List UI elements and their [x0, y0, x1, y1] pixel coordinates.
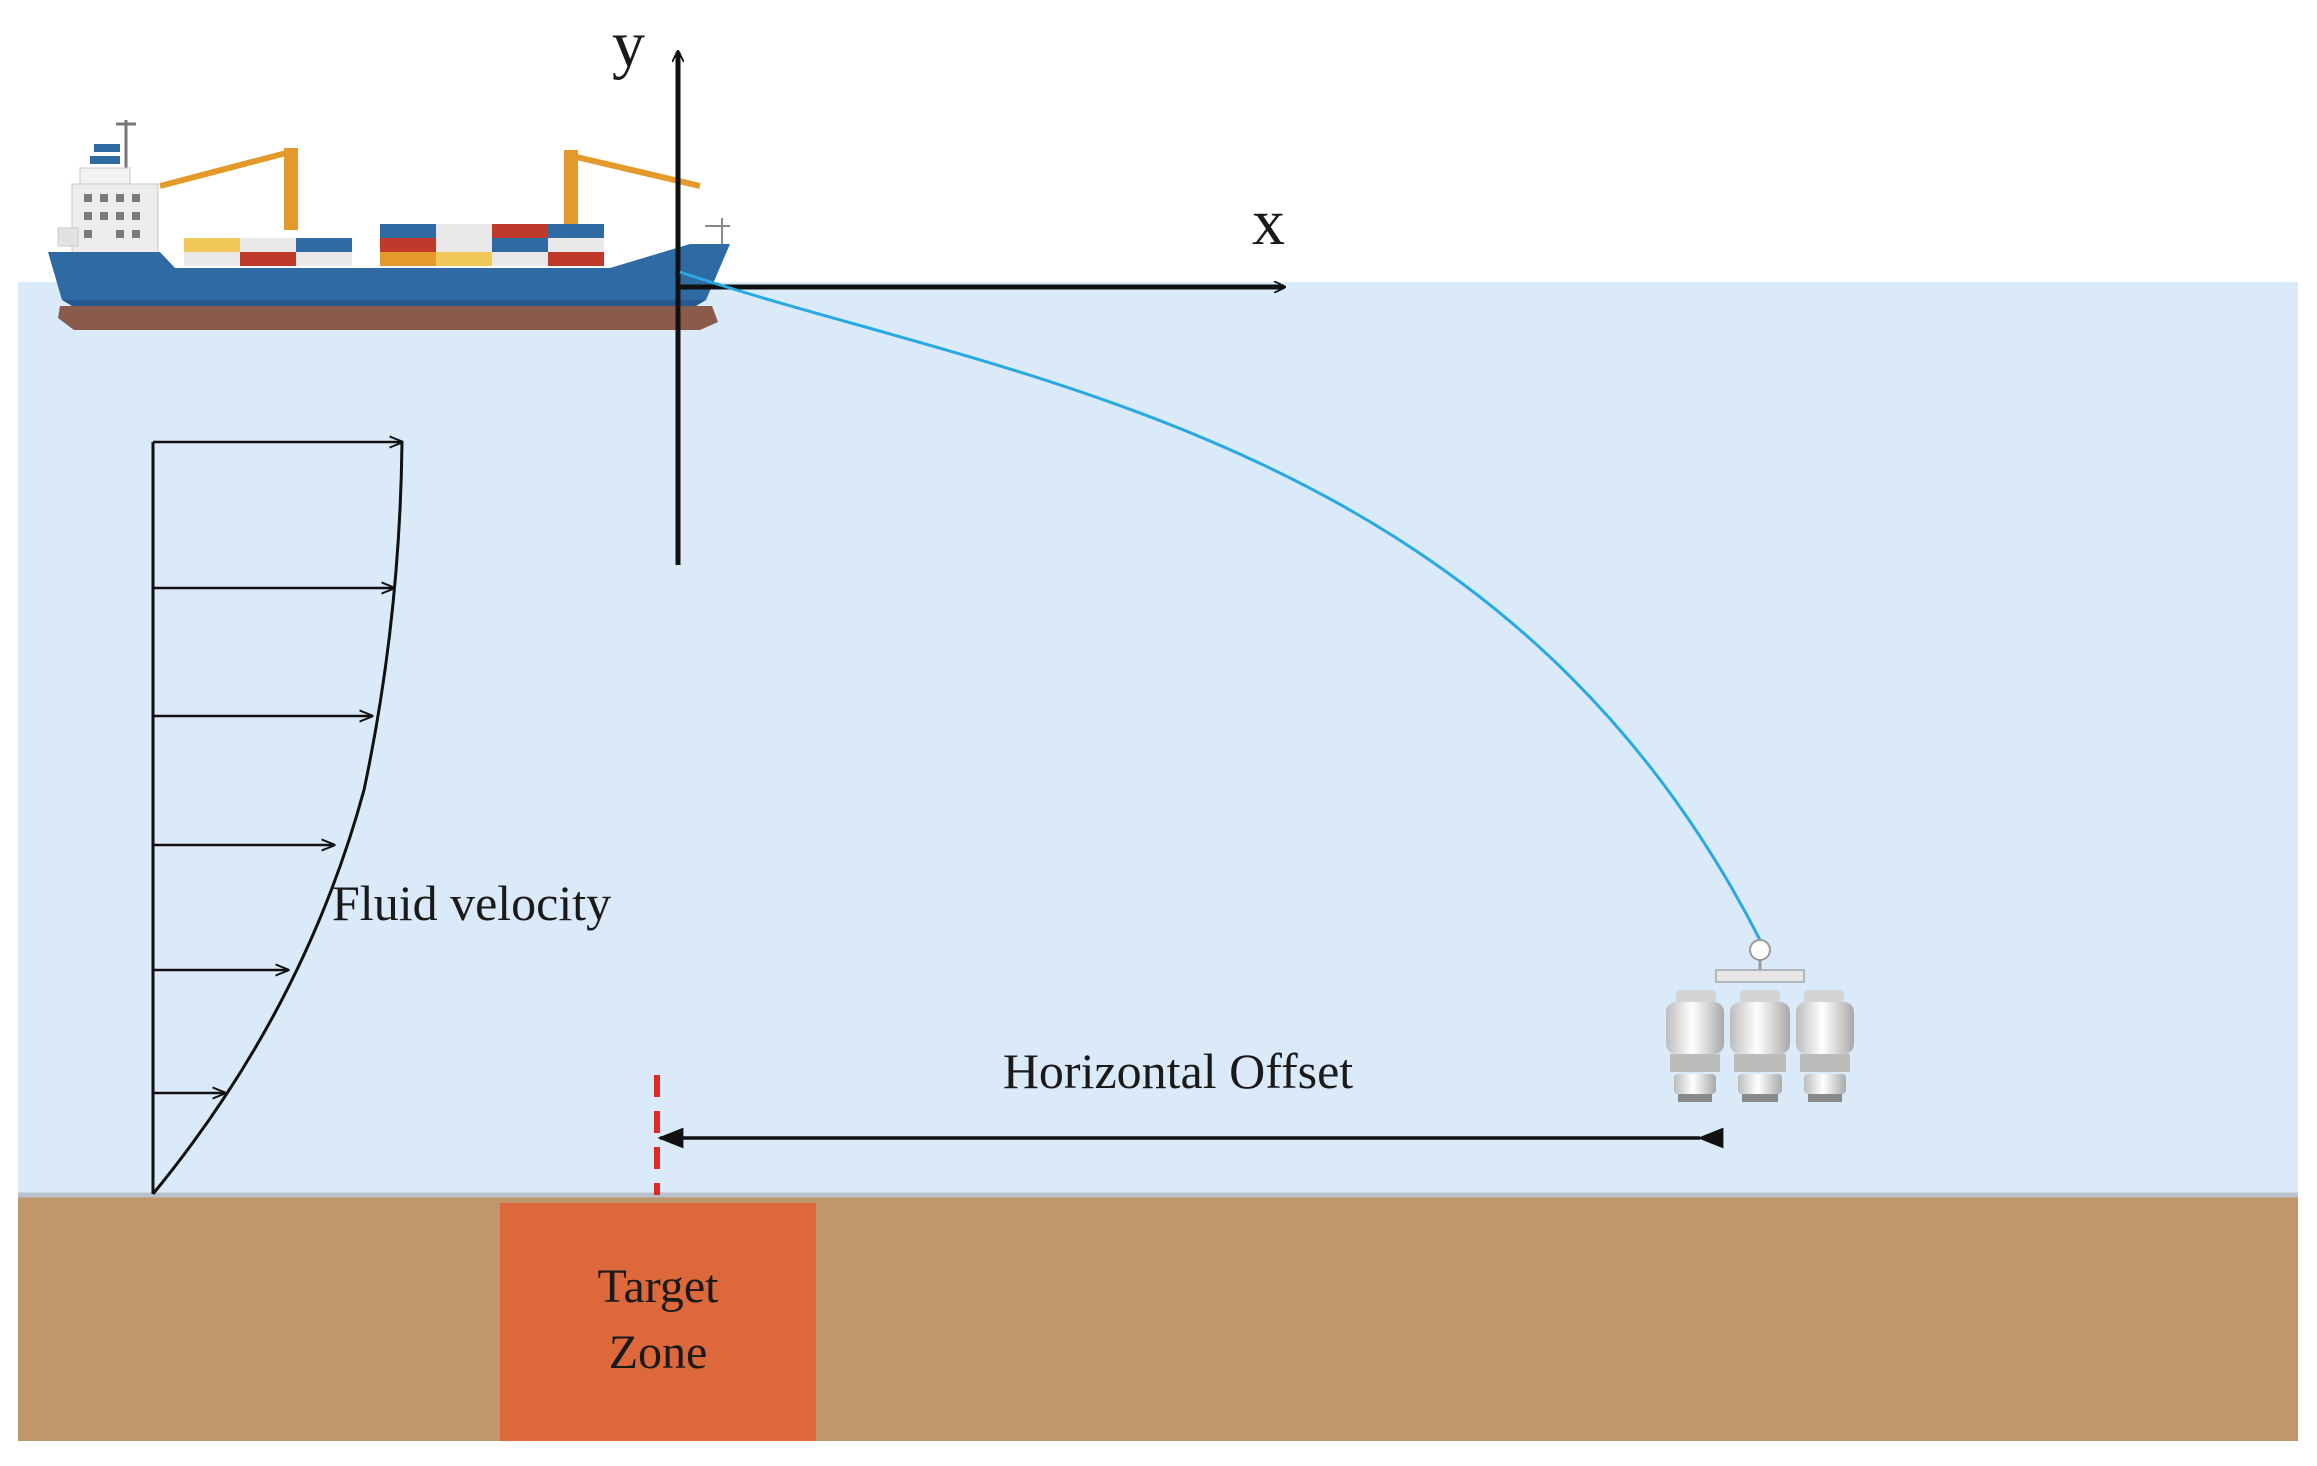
- seabed-region: [18, 1195, 2298, 1441]
- profile-envelope: [151, 441, 404, 1195]
- x-axis-label: x: [1252, 186, 1285, 259]
- velocity-profile: [151, 441, 404, 1195]
- target-zone-label-line2: Zone: [609, 1326, 708, 1379]
- target-zone-label-line1: Target: [597, 1260, 719, 1313]
- container-ship-icon: [48, 120, 730, 330]
- tether-cable: [679, 270, 1762, 941]
- fluid-velocity-label: Fluid velocity: [332, 875, 611, 931]
- horizontal-offset-label: Horizontal Offset: [1003, 1043, 1353, 1099]
- water-region: [18, 282, 2298, 1195]
- target-zone: [500, 1203, 816, 1441]
- y-axis-label: y: [612, 8, 645, 81]
- subsea-vehicle-icon: [1666, 939, 1854, 1102]
